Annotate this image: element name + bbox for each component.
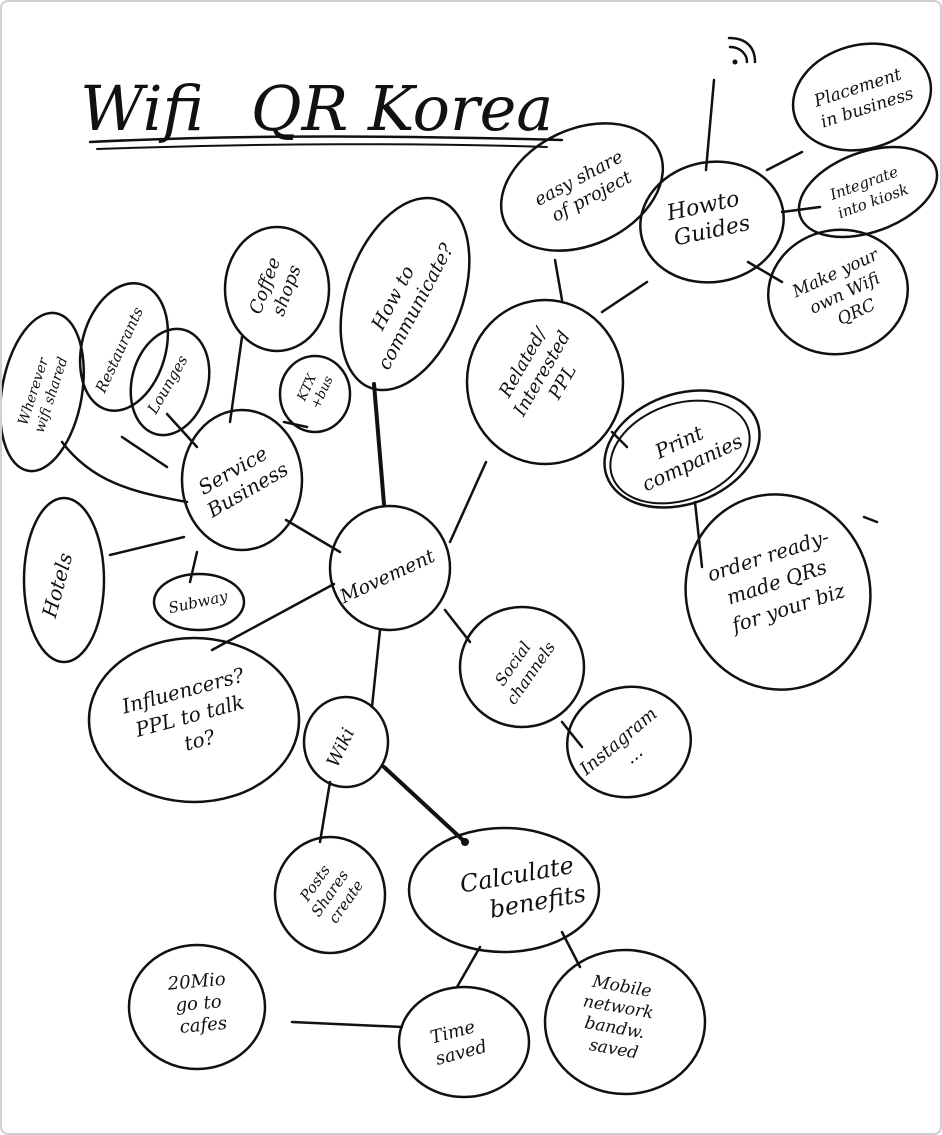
service-business-label: Service Business [190,436,292,523]
easy-share-label: easy share of project [531,144,642,230]
cafes-20mio-label: 20Mio go to cafes [166,968,236,1038]
print-companies-bubble-inner [609,399,751,505]
wherever-wifi-bubble [2,311,86,473]
subway-bubble [152,572,246,632]
posts-shares-label: Posts Shares create [293,852,370,930]
wherever-wifi-label: Wherever wifi shared [15,350,72,435]
wiki-label: Wiki [323,725,359,771]
node-shapes [2,42,939,1099]
movement-label: Movement [336,545,439,609]
subway-label: Subway [167,587,230,617]
title-wifi: Wifi [80,72,204,145]
posts-shares-bubble [273,835,387,955]
calculate-benefits-label: Calculate benefits [458,850,589,928]
cafes-20mio-bubble [127,943,267,1071]
instagram-bubble [565,685,693,799]
calculate-benefits-bubble [407,826,601,954]
title-underline-2 [96,143,548,150]
howto-guides-bubble [639,160,785,284]
lounges-label: Lounges [143,352,191,418]
title-underline [88,135,564,144]
influencers-label: Influencers? PPL to talk to? [118,661,266,769]
make-own-label: Make your own Wifi QRC [789,243,905,343]
howto-guides-label: Howto Guides [664,185,754,252]
placement-label: Placement in business [811,63,917,133]
print-companies-bubble [603,389,761,509]
hotels-bubble [22,496,106,664]
movement-bubble [328,504,452,632]
related-ppl-bubble [465,298,625,466]
instagram-label: Instagram ... [575,700,678,796]
integrate-bubble [797,145,939,239]
mobile-network-bubble [543,948,707,1096]
service-business-bubble [180,408,304,552]
ktx-bubble [278,354,352,434]
mobile-network-label: Mobile network bandw. saved [574,971,664,1066]
time-saved-bubble [397,985,531,1099]
title-qr-korea: QR Korea [251,72,554,145]
coffee-shops-bubble [223,225,331,353]
easy-share-bubble [499,122,665,252]
social-channels-bubble [458,605,586,729]
time-saved-label: Time saved [428,1015,490,1070]
print-companies-label: Print companies [628,407,746,496]
related-ppl-label: Related/ Interested PPL [490,312,597,432]
lounges-bubble [129,327,211,437]
order-qrs-label: order ready- made QRs for your biz [704,523,855,640]
influencers-bubble [87,636,301,804]
how-to-communicate-bubble [339,196,471,392]
restaurants-label: Restaurants [91,304,147,396]
coffee-shops-label: Coffee shops [245,249,307,324]
ktx-label: KTX +bus [294,367,337,411]
make-own-bubble [766,228,910,356]
integrate-label: Integrate into kiosk [827,161,912,223]
wifi-icon [727,36,757,65]
restaurants-bubble [78,282,170,412]
order-qrs-bubble [684,493,872,691]
hotels-label: Hotels [37,550,78,621]
node-labels: Howto Guides Placement in business Integ… [15,63,917,1070]
placement-bubble [791,42,933,152]
how-to-communicate-label: How to communicate? [352,228,459,374]
wiki-bubble [302,695,390,789]
social-channels-label: Social channels [486,627,559,709]
connectors [60,78,879,1029]
